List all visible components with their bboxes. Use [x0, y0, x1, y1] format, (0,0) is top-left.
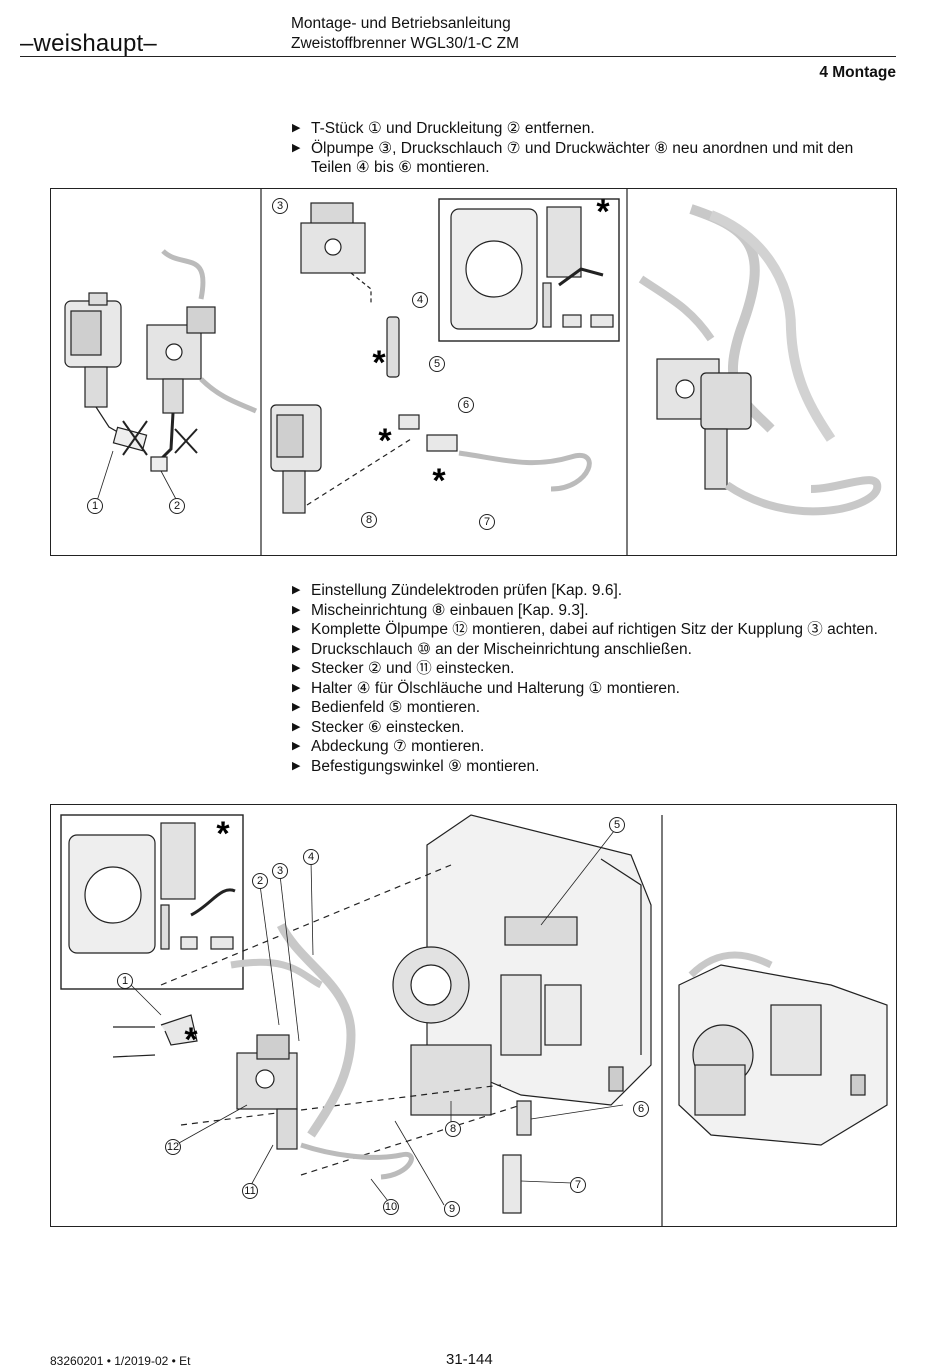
svg-text:4: 4: [417, 294, 423, 306]
svg-text:7: 7: [575, 1179, 581, 1191]
instruction-text: Halter ④ für Ölschläuche und Halterung ①…: [311, 679, 680, 697]
callout-3: 3: [272, 198, 288, 214]
instruction-step: ▶ Einstellung Zündelektroden prüfen [Kap.…: [291, 581, 897, 601]
callout-8: 8: [361, 512, 377, 528]
figure-pump-rearrangement-drawing: * * * * 1 2 3 4 5 6 7 8: [64, 189, 882, 555]
bullet-arrow-icon: ▶: [292, 141, 301, 154]
callout-11: 11: [242, 1183, 258, 1199]
instruction-text: Abdeckung ⑦ montieren.: [311, 738, 485, 755]
document-title-line1: Montage- und Betriebsanleitung: [291, 15, 511, 32]
instruction-text: T-Stück ① und Druckleitung ② entfernen.: [311, 120, 595, 137]
bullet-arrow-icon: ▶: [292, 584, 301, 596]
bullet-arrow-icon: ▶: [292, 701, 301, 713]
svg-text:12: 12: [167, 1141, 179, 1153]
instruction-text: Ölpumpe ③, Druckschlauch ⑦ und Druckwäch…: [311, 139, 854, 177]
svg-text:4: 4: [308, 851, 314, 863]
marker-asterisk: *: [432, 462, 446, 500]
callout-7: 7: [570, 1177, 586, 1193]
marker-asterisk: *: [372, 344, 386, 382]
marker-asterisk: *: [596, 193, 610, 231]
bullet-arrow-icon: ▶: [292, 740, 301, 752]
instruction-text: Stecker ② und ⑪ einstecken.: [311, 660, 515, 677]
svg-text:5: 5: [434, 358, 440, 370]
svg-text:8: 8: [366, 514, 372, 526]
instruction-step: ▶ T-Stück ① und Druckleitung ② entfernen.: [291, 119, 897, 139]
page-number: 31-144: [446, 1351, 493, 1368]
callout-4: 4: [412, 292, 428, 308]
header-divider: [20, 56, 896, 57]
bullet-arrow-icon: ▶: [292, 720, 301, 733]
instruction-step: ▶ Bedienfeld ⑤ montieren.: [291, 698, 897, 718]
svg-text:8: 8: [450, 1123, 456, 1135]
instruction-step: ▶ Abdeckung ⑦ montieren.: [291, 737, 897, 757]
callout-2: 2: [169, 498, 185, 514]
document-title: Montage- und Betriebsanleitung Zweistoff…: [291, 14, 519, 54]
callout-5: 5: [429, 356, 445, 372]
instruction-step: ▶ Stecker ⑥ einstecken.: [291, 718, 897, 738]
instruction-list-bottom: ▶ Einstellung Zündelektroden prüfen [Kap.…: [291, 581, 897, 776]
bullet-arrow-icon: ▶: [292, 122, 301, 134]
brand-logo: –weishaupt–: [20, 30, 157, 57]
instruction-step: ▶ Ölpumpe ③, Druckschlauch ⑦ und Druckwäc…: [291, 139, 897, 178]
document-title-line2: Zweistoffbrenner WGL30/1-C ZM: [291, 35, 519, 52]
instruction-step: ▶ Komplette Ölpumpe ⑫ montieren, dabei au…: [291, 620, 897, 640]
instruction-step: ▶ Stecker ② und ⑪ einstecken.: [291, 659, 897, 679]
bullet-arrow-icon: ▶: [292, 623, 301, 635]
callout-6: 6: [458, 397, 474, 413]
svg-text:6: 6: [463, 399, 469, 411]
bullet-arrow-icon: ▶: [292, 642, 301, 655]
callout-12: 12: [165, 1139, 181, 1155]
bullet-arrow-icon: ▶: [292, 681, 301, 694]
instruction-list-top: ▶ T-Stück ① und Druckleitung ② entfernen.…: [291, 119, 897, 178]
svg-text:7: 7: [484, 516, 490, 528]
instruction-text: Befestigungswinkel ⑨ montieren.: [311, 757, 540, 775]
callout-7: 7: [479, 514, 495, 530]
callout-1: 1: [117, 973, 133, 989]
instruction-text: Druckschlauch ⑩ an der Mischeinrichtung …: [311, 640, 692, 658]
instruction-step: ▶ Druckschlauch ⑩ an der Mischeinrichtung…: [291, 640, 897, 660]
callout-3: 3: [272, 863, 288, 879]
document-number: 83260201 • 1/2019-02 • Et: [50, 1354, 191, 1368]
callout-10: 10: [383, 1199, 399, 1215]
svg-text:1: 1: [122, 975, 128, 987]
svg-text:1: 1: [92, 500, 98, 512]
bullet-arrow-icon: ▶: [292, 662, 301, 674]
instruction-text: Komplette Ölpumpe ⑫ montieren, dabei auf…: [311, 621, 878, 638]
instruction-text: Stecker ⑥ einstecken.: [311, 718, 465, 736]
callout-9: 9: [444, 1201, 460, 1217]
svg-text:3: 3: [277, 865, 283, 877]
bullet-arrow-icon: ▶: [292, 603, 301, 616]
callout-6: 6: [633, 1101, 649, 1117]
svg-text:5: 5: [614, 819, 620, 831]
marker-asterisk: *: [378, 422, 392, 460]
svg-text:10: 10: [385, 1201, 397, 1213]
callout-8: 8: [445, 1121, 461, 1137]
bullet-arrow-icon: ▶: [292, 759, 301, 772]
instruction-text: Einstellung Zündelektroden prüfen [Kap. …: [311, 582, 623, 599]
callout-2: 2: [252, 873, 268, 889]
svg-text:9: 9: [449, 1203, 455, 1215]
marker-asterisk: *: [216, 815, 230, 853]
svg-text:2: 2: [257, 875, 263, 887]
chapter-heading: 4 Montage: [819, 64, 896, 81]
callout-1: 1: [87, 498, 103, 514]
callout-5: 5: [609, 817, 625, 833]
figure-pump-assembly-drawing: * * 1 2 3 4 5 6 7 8 9 10 11 12: [60, 814, 888, 1226]
figure-pump-assembly: * * 1 2 3 4 5 6 7 8 9 10 11 12: [50, 804, 897, 1227]
instruction-step: ▶ Mischeinrichtung ⑧ einbauen [Kap. 9.3].: [291, 601, 897, 621]
figure-pump-rearrangement: * * * * 1 2 3 4 5 6 7 8: [50, 188, 897, 556]
svg-text:11: 11: [244, 1185, 255, 1197]
instruction-text: Bedienfeld ⑤ montieren.: [311, 699, 480, 716]
instruction-text: Mischeinrichtung ⑧ einbauen [Kap. 9.3].: [311, 601, 589, 619]
callout-4: 4: [303, 849, 319, 865]
svg-text:3: 3: [277, 200, 283, 212]
svg-text:6: 6: [638, 1103, 644, 1115]
instruction-step: ▶ Befestigungswinkel ⑨ montieren.: [291, 757, 897, 777]
svg-text:2: 2: [174, 500, 180, 512]
instruction-step: ▶ Halter ④ für Ölschläuche und Halterung …: [291, 679, 897, 699]
marker-asterisk: *: [184, 1021, 198, 1059]
